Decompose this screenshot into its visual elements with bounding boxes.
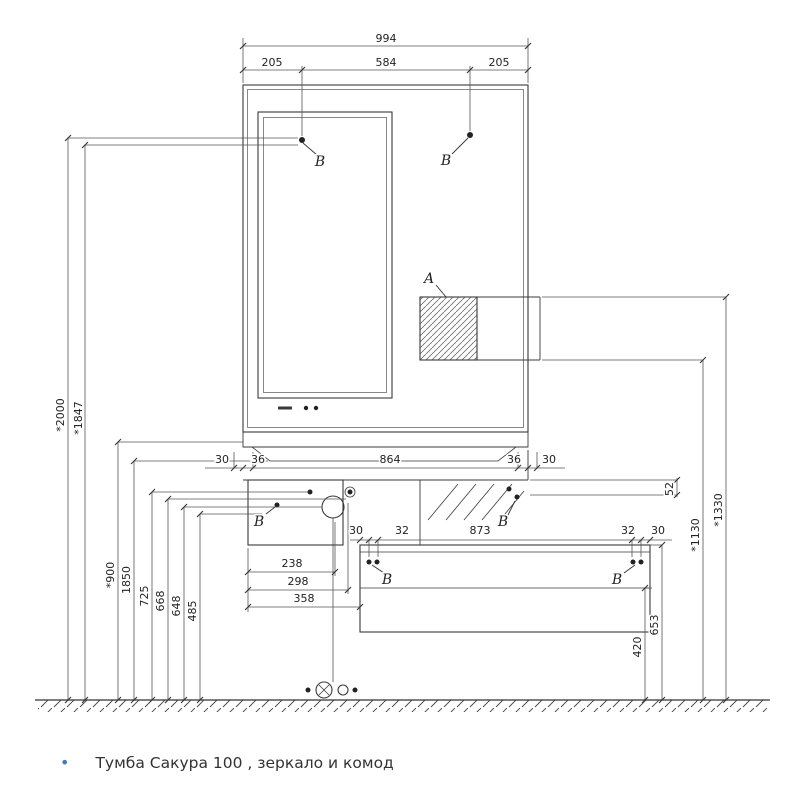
- dim-864: 864: [380, 453, 401, 466]
- dim-36-row1-left: 36: [251, 453, 265, 466]
- section-break-lines: [427, 483, 525, 521]
- shelf-section-hatch: [419, 296, 478, 361]
- dim-485: 485: [186, 601, 199, 622]
- callout-a-shelf: А: [423, 271, 435, 287]
- callout-leaders: [265, 137, 636, 574]
- dim-668: 668: [154, 591, 167, 612]
- dim-30-row1-right: 30: [542, 453, 556, 466]
- furniture-dimension-drawing: 994 205 584 205 *2000 *1847 *900 1850 72…: [35, 31, 770, 712]
- caption-row: • Тумба Сакура 100 , зеркало и комод: [60, 754, 394, 772]
- floor-fitting-symbols: [315, 681, 349, 699]
- dim-52: 52: [663, 482, 676, 496]
- dim-648: 648: [170, 596, 183, 617]
- mirror-outline: [257, 111, 393, 399]
- callout-b-dresser-right: В: [611, 572, 622, 588]
- dim-32-row2-right: 32: [621, 524, 635, 537]
- dim-1850: 1850: [120, 566, 133, 594]
- dim-298: 298: [288, 575, 309, 588]
- callout-b-mirror-left: В: [314, 154, 325, 170]
- dim-420: 420: [631, 637, 644, 658]
- dim-30-row2-left: 30: [349, 524, 363, 537]
- callout-labels: В В А В В В В: [251, 152, 623, 590]
- mirror-cabinet-outline: [242, 84, 529, 433]
- dim-584: 584: [376, 56, 397, 69]
- furniture-outlines: [242, 84, 651, 699]
- dim-900: *900: [104, 562, 117, 589]
- dim-1330: *1330: [712, 493, 725, 527]
- dim-36-row1-right: 36: [507, 453, 521, 466]
- dim-205-left: 205: [262, 56, 283, 69]
- vanity-cabinet-outline: [247, 479, 344, 546]
- dim-238: 238: [282, 557, 303, 570]
- dresser-outline: [359, 544, 651, 633]
- dim-1847: *1847: [72, 401, 85, 435]
- callout-b-mirror-right: В: [440, 153, 451, 169]
- dim-205-right: 205: [489, 56, 510, 69]
- dim-873: 873: [470, 524, 491, 537]
- dim-32-row2-left: 32: [395, 524, 409, 537]
- callout-b-dresser-left: В: [381, 572, 392, 588]
- dim-30-row2-right: 30: [651, 524, 665, 537]
- dimension-labels: 994 205 584 205 *2000 *1847 *900 1850 72…: [53, 31, 727, 660]
- dim-2000: *2000: [54, 398, 67, 432]
- callout-b-vanity-left: В: [253, 514, 264, 530]
- mounting-point-dots: [274, 132, 644, 693]
- dim-725: 725: [138, 586, 151, 607]
- ground-hatch: [38, 700, 768, 712]
- callout-b-vanity-right: В: [497, 514, 508, 530]
- dim-653: 653: [648, 615, 661, 636]
- caption-text: Тумба Сакура 100 , зеркало и комод: [95, 754, 394, 772]
- dim-358: 358: [294, 592, 315, 605]
- dim-total-width: 994: [376, 32, 397, 45]
- dim-1130: *1130: [689, 518, 702, 552]
- dimension-lines: [67, 38, 727, 700]
- countertop-outline: [242, 431, 529, 448]
- dim-30-row1-left: 30: [215, 453, 229, 466]
- bullet-icon: •: [60, 753, 70, 772]
